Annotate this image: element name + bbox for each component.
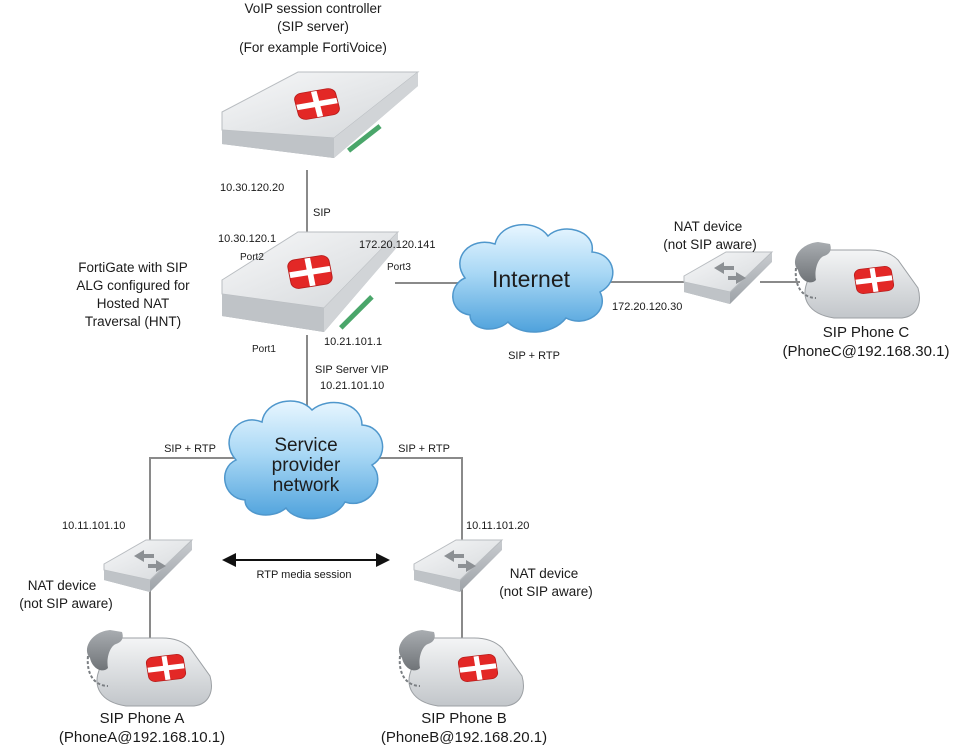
sip-phone-c — [794, 242, 920, 319]
nat-a-ip: 10.11.101.10 — [62, 520, 125, 532]
fortigate-desc-line2: ALG configured for — [76, 278, 190, 293]
nat-c-line1: NAT device — [674, 219, 743, 234]
phone-c-address: (PhoneC@192.168.30.1) — [782, 343, 949, 360]
rtp-session-label: RTP media session — [257, 569, 352, 581]
link-sip-label: SIP — [313, 207, 331, 219]
nat-c-ip: 172.20.120.30 — [612, 301, 682, 313]
nat-b-line2: (not SIP aware) — [499, 584, 593, 599]
phone-a-address: (PhoneA@192.168.10.1) — [59, 729, 225, 746]
internet-label: Internet — [492, 266, 571, 292]
fortigate-device — [221, 231, 400, 332]
link-provider-nata — [149, 457, 240, 545]
fortigate-desc-line3: Hosted NAT — [97, 296, 170, 311]
provider-traffic-right: SIP + RTP — [398, 443, 450, 455]
nat-device-c — [683, 251, 774, 304]
port1-label: Port1 — [252, 344, 276, 355]
provider-line3: network — [273, 475, 340, 496]
sip-server-subtitle: (SIP server) — [277, 19, 349, 34]
nat-c-line2: (not SIP aware) — [663, 237, 757, 252]
sip-server-title: VoIP session controller — [244, 1, 382, 16]
nat-a-line1: NAT device — [28, 578, 97, 593]
nat-b-ip: 10.11.101.20 — [466, 520, 529, 532]
phone-a-name: SIP Phone A — [100, 710, 185, 727]
connections — [149, 170, 800, 640]
sip-phone-a — [86, 630, 212, 707]
sip-server-ip: 10.30.120.20 — [220, 182, 284, 194]
nat-device-b — [413, 539, 504, 592]
link-provider-natb — [372, 457, 463, 545]
vip-ip: 10.21.101.10 — [320, 380, 384, 392]
phone-c-name: SIP Phone C — [823, 324, 910, 341]
port1-ip: 10.21.101.1 — [324, 336, 382, 348]
provider-line2: provider — [272, 455, 341, 476]
sip-phone-b — [398, 630, 524, 707]
vip-label: SIP Server VIP — [315, 364, 389, 376]
phone-b-name: SIP Phone B — [421, 710, 507, 727]
port3-ip: 172.20.120.141 — [359, 239, 435, 251]
labels: VoIP session controller (SIP server) (Fo… — [19, 1, 949, 746]
internet-traffic: SIP + RTP — [508, 350, 560, 362]
nat-b-line1: NAT device — [510, 566, 579, 581]
nat-a-line2: (not SIP aware) — [19, 596, 113, 611]
internet-cloud — [452, 223, 614, 333]
provider-line1: Service — [274, 435, 337, 456]
port2-ip: 10.30.120.1 — [218, 233, 276, 245]
provider-traffic-left: SIP + RTP — [164, 443, 216, 455]
phone-b-address: (PhoneB@192.168.20.1) — [381, 729, 547, 746]
fortigate-desc-line4: Traversal (HNT) — [85, 314, 181, 329]
port3-label: Port3 — [387, 262, 411, 273]
rtp-session-arrow — [222, 553, 390, 567]
sip-server-example: (For example FortiVoice) — [239, 40, 387, 55]
service-provider-cloud — [224, 400, 384, 520]
nat-device-a — [103, 539, 194, 592]
fortigate-desc-line1: FortiGate with SIP — [78, 260, 188, 275]
port2-label: Port2 — [240, 252, 264, 263]
sip-server-device — [221, 71, 420, 158]
